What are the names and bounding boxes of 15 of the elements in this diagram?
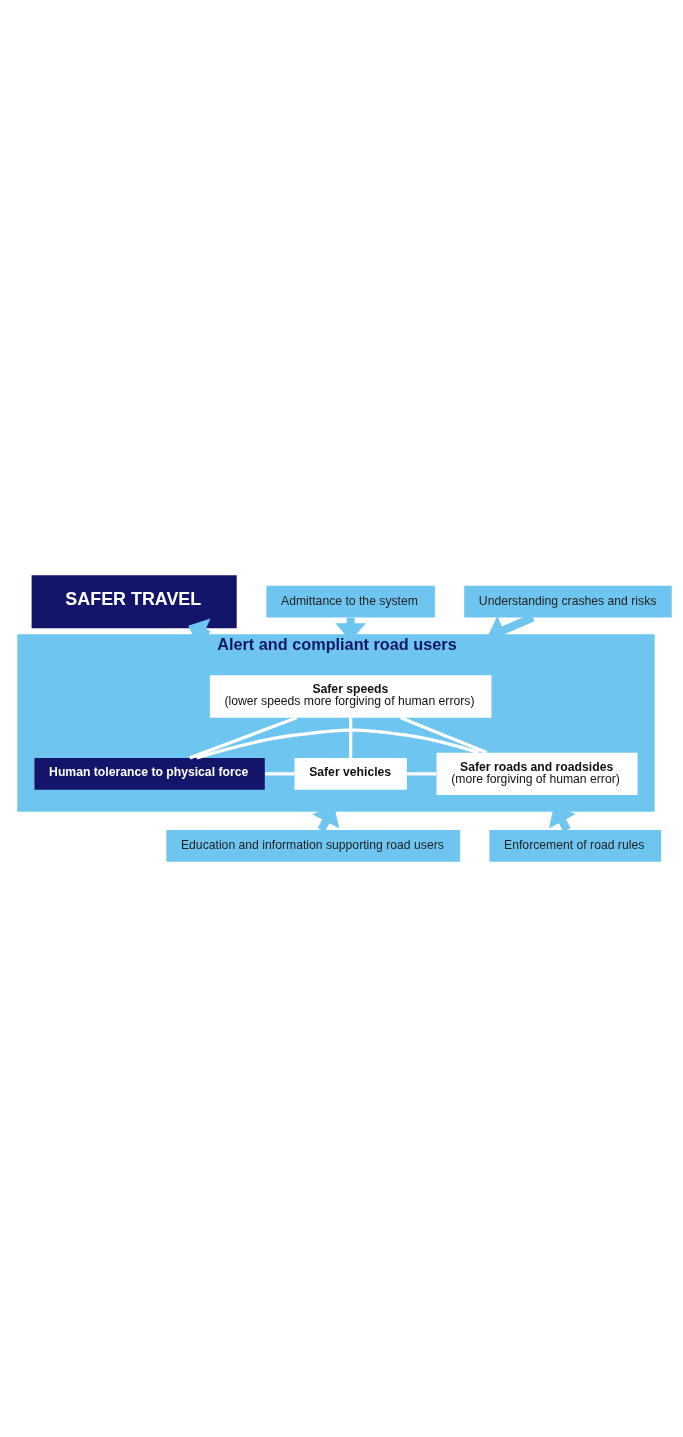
node-box: Admittance to the system [266,585,435,618]
node-box: SAFER TRAVEL [31,575,237,629]
node-box: Understanding crashes and risks [464,585,672,618]
connector [189,716,298,760]
connector [265,772,295,776]
node-box: Safer vehicles [294,757,407,790]
connector [407,772,437,776]
connector [196,728,480,760]
node-box: Enforcement of road rules [489,830,662,862]
connector [349,718,353,758]
node-box: Education and information supporting road users [166,830,461,862]
node-box: Safer speeds (lower speeds more forgiving of human errors) [209,675,492,718]
node-box: Human tolerance to physical force [34,757,265,790]
node-box: Safer roads and roadsides (more forgiving of human error) [436,752,638,795]
connector [400,716,488,755]
